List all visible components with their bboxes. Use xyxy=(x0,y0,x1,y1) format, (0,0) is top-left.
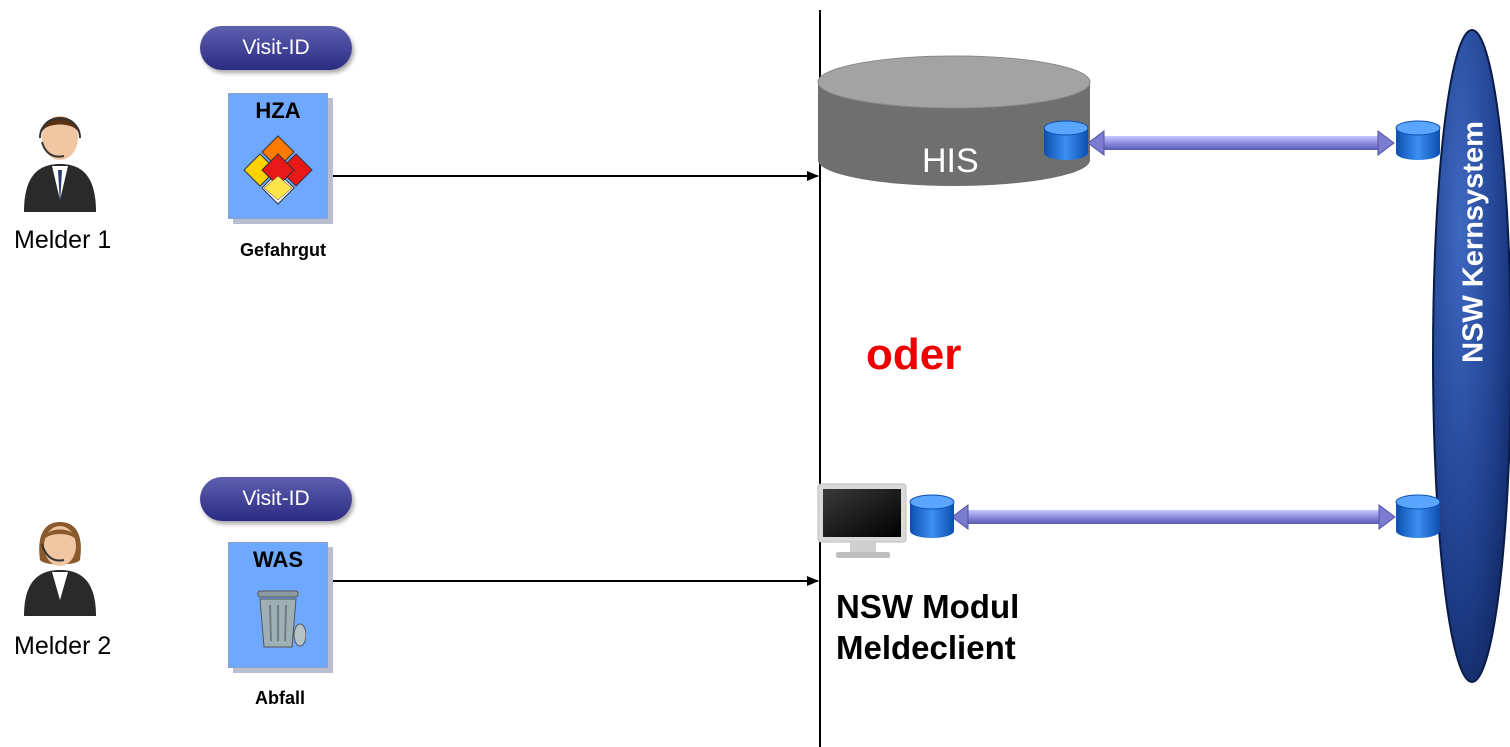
db-icon-his xyxy=(1043,120,1089,160)
db-icon-kern-top xyxy=(1395,120,1441,160)
visit-id-label-1: Visit-ID xyxy=(242,36,310,59)
hza-doc-title: HZA xyxy=(255,98,301,123)
oder-label: oder xyxy=(866,330,962,379)
hza-document: HZA xyxy=(228,93,328,219)
hazmat-diamonds-icon xyxy=(243,135,313,205)
visit-id-label-2: Visit-ID xyxy=(242,487,310,510)
db-icon-kern-bottom xyxy=(1395,494,1441,538)
hza-caption: Gefahrgut xyxy=(239,240,326,260)
nsw-modul-label: NSW Modul Meldeclient xyxy=(836,586,1019,668)
visit-id-pill-2: Visit-ID xyxy=(200,477,352,521)
nsw-modul-line2: Meldeclient xyxy=(836,629,1016,666)
his-label: HIS xyxy=(922,142,979,180)
trash-can-icon xyxy=(257,590,306,648)
kernsystem-ellipse xyxy=(1433,30,1510,682)
visit-id-pill-1: Visit-ID xyxy=(200,26,352,70)
db-icon-modul xyxy=(909,494,955,538)
melder2-label: Melder 2 xyxy=(14,632,112,660)
his-cylinder xyxy=(817,55,1091,186)
nsw-kernsystem-label: NSW Kernsystem xyxy=(1457,121,1490,363)
connector-his-kernsystem xyxy=(1087,130,1395,156)
monitor-icon xyxy=(817,483,907,558)
was-doc-title: WAS xyxy=(252,547,304,572)
melder1-label: Melder 1 xyxy=(14,226,112,254)
was-document: WAS xyxy=(228,542,328,668)
nsw-modul-line1: NSW Modul xyxy=(836,588,1020,625)
melder2-person-icon xyxy=(24,522,96,616)
connector-modul-kernsystem xyxy=(951,504,1396,530)
was-caption: Abfall xyxy=(254,688,305,708)
melder1-person-icon xyxy=(24,116,96,212)
